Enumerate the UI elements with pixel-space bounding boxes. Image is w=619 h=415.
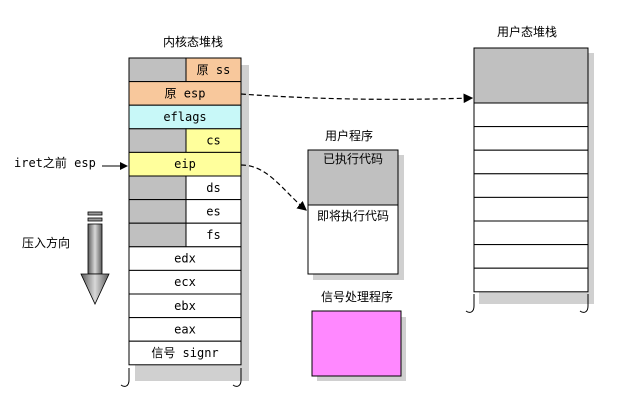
kernel-stack-row: ds — [128, 175, 242, 201]
kernel-stack-row: 原 ss — [128, 57, 242, 83]
kernel-stack-row: ecx — [128, 269, 242, 295]
kernel-stack-row: cs — [128, 128, 242, 153]
push-direction-label: 压入方向 — [22, 235, 70, 250]
kernel-stack-cell-label: cs — [206, 134, 220, 148]
user-stack-slot — [473, 102, 589, 128]
kernel-stack-break-left — [120, 368, 130, 387]
kernel-stack-cell-label: 信号 signr — [151, 346, 218, 360]
kernel-stack-cell-label: eip — [174, 157, 196, 171]
signal-handler-title: 信号处理程序 — [321, 289, 393, 304]
kernel-stack-row: eflags — [128, 104, 242, 130]
kernel-stack-cell-label: 原 esp — [165, 86, 206, 100]
push-direction-arrow-icon — [80, 211, 110, 305]
kernel-stack-row: eip — [128, 151, 242, 177]
user-stack-slot — [473, 149, 589, 175]
user-stack-slot — [473, 267, 589, 293]
kernel-stack-cell-label: ds — [206, 181, 220, 195]
kernel-stack-cell-empty — [128, 57, 187, 83]
kernel-stack-cell-label: eax — [174, 322, 196, 336]
user-stack-used-region — [473, 47, 589, 104]
kernel-stack-row: edx — [128, 246, 242, 271]
kernel-stack-cell-empty — [128, 175, 187, 201]
user-program-executed-block — [307, 149, 399, 206]
user-program-to-execute-block — [307, 204, 399, 275]
kernel-stack-row: 原 esp — [128, 81, 242, 106]
user-stack-slot — [473, 173, 589, 198]
kernel-stack-cell-label: edx — [174, 252, 196, 266]
kernel-stack-break-right — [232, 368, 242, 387]
kernel-stack-row: ebx — [128, 293, 242, 319]
esp-to-user-stack-arrow — [240, 93, 474, 104]
kernel-stack-row: es — [128, 199, 242, 224]
user-program-title: 用户程序 — [325, 128, 373, 143]
kernel-stack-row: 信号 signr — [128, 340, 242, 366]
user-stack — [473, 47, 589, 293]
kernel-stack-cell-label: ebx — [174, 299, 196, 313]
iret-esp-label: iret之前 esp — [14, 155, 96, 170]
user-program-to-execute-label: 即将执行代码 — [317, 209, 389, 223]
kernel-stack-cell-label: 原 ss — [197, 63, 231, 77]
user-stack-break-right — [579, 294, 589, 313]
user-stack-slot — [473, 196, 589, 222]
user-stack-slot — [473, 220, 589, 246]
user-stack-slot — [473, 126, 589, 151]
kernel-stack-cell — [128, 340, 242, 366]
kernel-stack-row: eax — [128, 317, 242, 342]
user-program-executed-label: 已执行代码 — [323, 152, 383, 166]
user-stack-title: 用户态堆栈 — [497, 24, 557, 39]
kernel-stack-cell-empty — [128, 199, 187, 224]
eip-to-code-arrow — [240, 164, 307, 211]
kernel-stack-cell-label: fs — [206, 228, 220, 242]
signal-handler-block — [311, 310, 402, 377]
kernel-stack-cell-empty — [128, 222, 187, 248]
kernel-stack-title: 内核态堆栈 — [163, 34, 223, 49]
user-stack-break-left — [465, 294, 475, 313]
kernel-stack-cell-label: ecx — [174, 275, 196, 289]
user-stack-slot — [473, 244, 589, 269]
kernel-stack-cell-label: eflags — [163, 110, 206, 124]
kernel-stack-cell-label: es — [206, 204, 220, 218]
kernel-stack-cell-empty — [128, 128, 187, 153]
kernel-stack-row: fs — [128, 222, 242, 248]
